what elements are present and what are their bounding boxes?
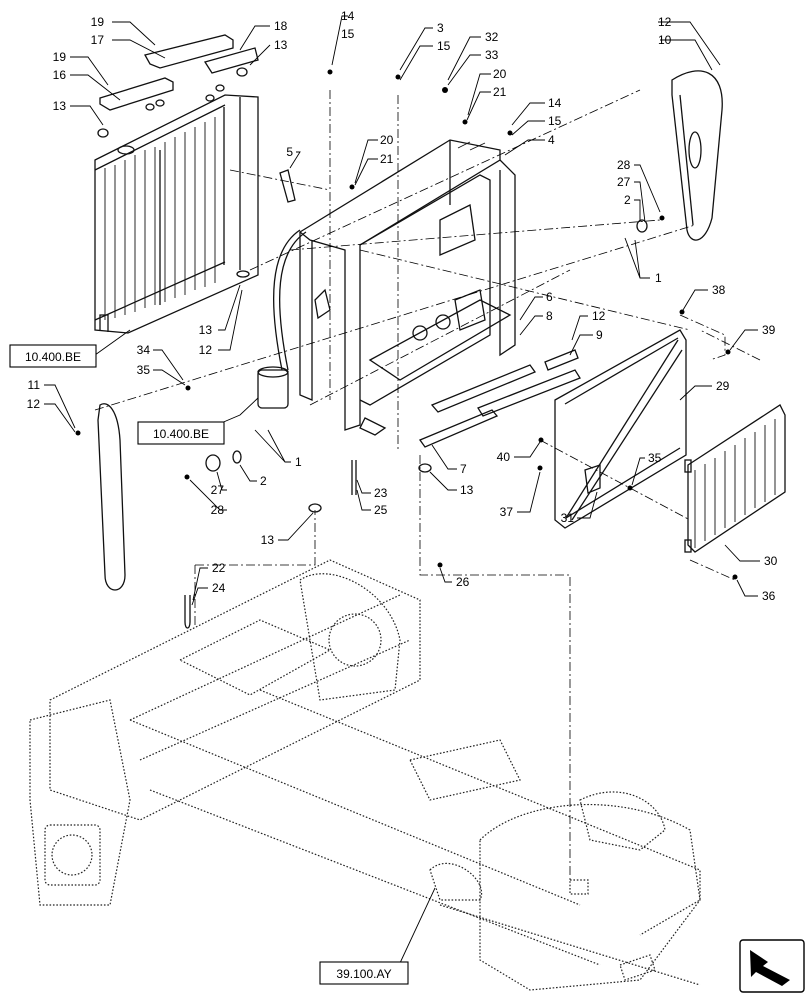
callout-34: 34 [137, 343, 151, 357]
condenser [684, 404, 786, 553]
callout-35: 35 [137, 363, 151, 377]
callout-25: 25 [374, 503, 388, 517]
reference-label: 10.400.BE [153, 427, 209, 441]
callout-18: 18 [274, 19, 288, 33]
callout-19: 19 [53, 50, 67, 64]
callout-16: 16 [53, 68, 67, 82]
callout-11: 11 [28, 378, 41, 392]
callout-2: 2 [624, 193, 631, 207]
callout-10: 10 [658, 33, 672, 47]
callout-labels: 19 17 18 13 19 16 13 14 15 3 15 32 33 20… [27, 9, 778, 603]
callout-23: 23 [374, 486, 388, 500]
radiator [94, 94, 259, 334]
leader-lines [44, 15, 760, 964]
callout-29: 29 [716, 379, 730, 393]
callout-15: 15 [548, 114, 562, 128]
callout-33: 33 [485, 48, 499, 62]
reference-link-left[interactable]: 10.400.BE [9, 344, 97, 368]
callout-28: 28 [617, 158, 631, 172]
reference-link-middle[interactable]: 10.400.BE [137, 421, 225, 445]
callout-21: 21 [493, 85, 507, 99]
callout-32: 32 [485, 30, 499, 44]
callout-15: 15 [341, 27, 355, 41]
callout-26: 26 [456, 575, 470, 589]
callout-17: 17 [91, 33, 105, 47]
condenser-frame [554, 329, 687, 529]
chassis-frame [29, 559, 701, 991]
callout-30: 30 [764, 554, 778, 568]
arrow-navigation-icon[interactable] [739, 939, 805, 993]
callout-14: 14 [548, 96, 562, 110]
callout-20: 20 [493, 67, 507, 81]
callout-5: 5 [286, 145, 293, 159]
callout-40: 40 [497, 450, 511, 464]
assembly-lines [94, 89, 761, 880]
reference-link-bottom[interactable]: 39.100.AY [319, 961, 409, 985]
callout-35: 35 [648, 451, 662, 465]
callout-36: 36 [762, 589, 776, 603]
callout-13: 13 [261, 533, 275, 547]
callout-20: 20 [380, 133, 394, 147]
callout-9: 9 [596, 328, 603, 342]
lower-brackets [418, 349, 581, 448]
callout-1: 1 [295, 455, 302, 469]
callout-13: 13 [274, 38, 288, 52]
callout-21: 21 [380, 152, 394, 166]
callout-12: 12 [27, 397, 41, 411]
callout-12: 12 [592, 309, 606, 323]
fasteners [75, 69, 738, 629]
callout-37: 37 [500, 505, 514, 519]
callout-14: 14 [341, 9, 355, 23]
callout-27: 27 [211, 483, 225, 497]
callout-13: 13 [460, 483, 474, 497]
callout-4: 4 [548, 133, 555, 147]
radiator-support-frame [298, 139, 516, 436]
callout-6: 6 [546, 290, 553, 304]
callout-13: 13 [53, 99, 67, 113]
seal-strip [279, 169, 296, 203]
callout-7: 7 [460, 462, 467, 476]
callout-19: 19 [91, 15, 105, 29]
callout-38: 38 [712, 283, 726, 297]
callout-39: 39 [762, 323, 776, 337]
callout-24: 24 [212, 581, 226, 595]
callout-8: 8 [546, 309, 553, 323]
callout-1: 1 [655, 271, 662, 285]
callout-28: 28 [211, 503, 225, 517]
reference-label: 39.100.AY [336, 967, 391, 981]
side-shroud-left [97, 403, 126, 591]
callout-13: 13 [199, 323, 213, 337]
callout-2: 2 [260, 474, 267, 488]
coolant-reservoir [257, 229, 307, 409]
callout-12: 12 [658, 15, 672, 29]
callout-22: 22 [212, 561, 226, 575]
callout-15: 15 [437, 39, 451, 53]
side-shroud-right [671, 70, 723, 241]
reference-label: 10.400.BE [25, 350, 81, 364]
callout-27: 27 [617, 175, 631, 189]
radiator-brackets [97, 34, 259, 138]
callout-3: 3 [437, 21, 444, 35]
callout-31: 31 [561, 511, 575, 525]
callout-12: 12 [199, 343, 213, 357]
